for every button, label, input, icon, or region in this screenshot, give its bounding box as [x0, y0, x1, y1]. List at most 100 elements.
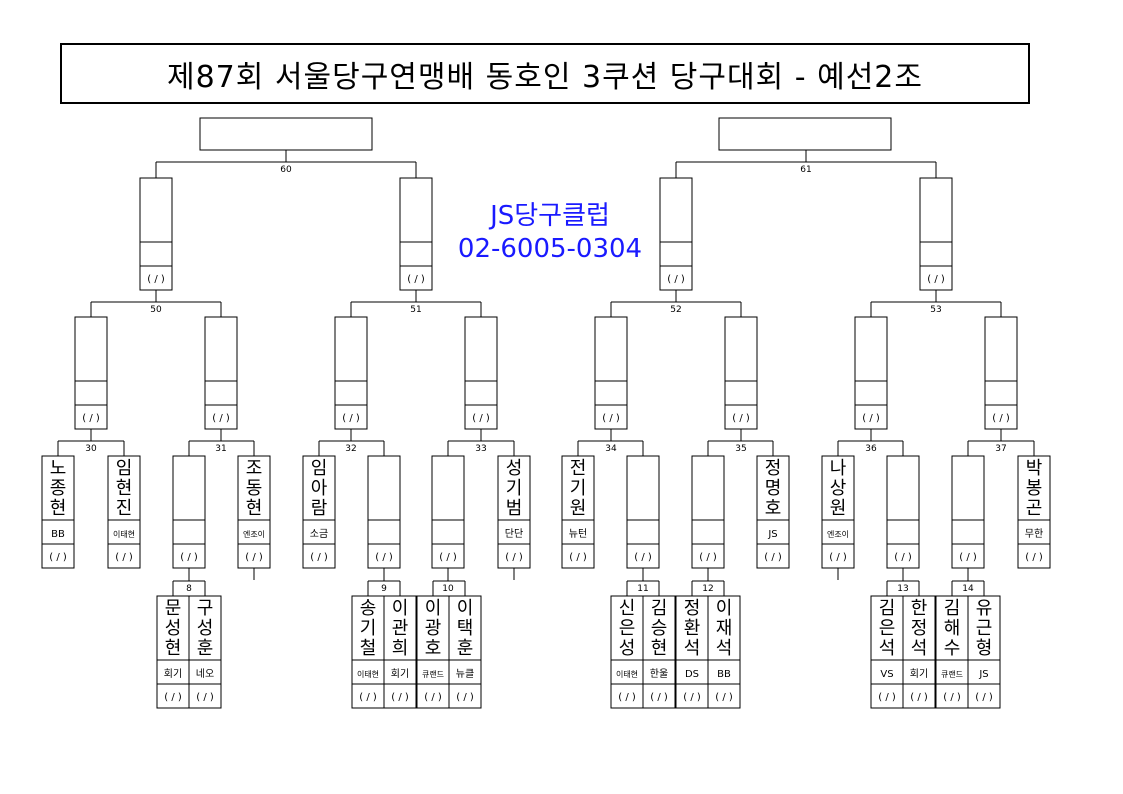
match-number: 12: [702, 584, 713, 594]
qf-winner-box-club: [399, 241, 433, 267]
match-number: 9: [381, 584, 387, 594]
score-text: ( / ): [715, 692, 733, 703]
r32-winner-box-club: [951, 519, 985, 545]
r16-winner-box-score: [464, 404, 498, 430]
player-club: 회기: [391, 668, 409, 680]
player-club: 이태현: [113, 529, 135, 539]
player-club: BB: [51, 529, 65, 540]
player-name-char: 현: [651, 638, 668, 659]
qf-winner-box-score: [399, 265, 433, 291]
player-name-char: 종: [50, 478, 67, 499]
player-name-char: 명: [765, 478, 782, 499]
match-number: 35: [735, 444, 746, 454]
r32-winner-box-club: [886, 519, 920, 545]
r32-winner-box-club: [626, 519, 660, 545]
score-text: ( / ): [569, 552, 587, 563]
r16-winner-box-club: [724, 380, 758, 406]
score-text: ( / ): [342, 413, 360, 424]
player-name-char: 상: [830, 478, 847, 499]
player-club: 엔조이: [827, 529, 849, 539]
player-box-score: [707, 683, 741, 709]
player-name-char: 김: [944, 598, 961, 619]
player-box-score: [756, 543, 790, 569]
player-box-score: [448, 683, 482, 709]
r16-winner-box: [594, 316, 628, 382]
player-name-char: 현: [116, 478, 133, 499]
player-club: 뉴클: [456, 668, 474, 680]
player-box: [1017, 455, 1051, 521]
player-name-char: 신: [619, 598, 636, 619]
player-name-char: 현: [165, 638, 182, 659]
player-name-char: 택: [457, 618, 474, 639]
player-name-char: 훈: [457, 638, 474, 659]
score-text: ( / ): [959, 552, 977, 563]
score-text: ( / ): [439, 552, 457, 563]
player-club: 뉴턴: [569, 528, 587, 540]
player-name-char: 현: [50, 498, 67, 519]
player-name-char: 김: [651, 598, 668, 619]
r16-winner-box-club: [74, 380, 108, 406]
player-club: 단단: [505, 528, 523, 540]
match-number: 11: [637, 584, 648, 594]
score-text: ( / ): [391, 692, 409, 703]
player-box-score: [675, 683, 709, 709]
player-name-char: 희: [392, 638, 409, 659]
player-box: [351, 595, 385, 661]
r16-winner-box-score: [984, 404, 1018, 430]
player-name-char: 현: [246, 498, 263, 519]
r32-winner-box: [172, 455, 206, 521]
player-box-club: [188, 659, 222, 685]
player-name-char: 형: [976, 638, 993, 659]
player-name-char: 이: [716, 598, 733, 619]
player-box: [935, 595, 969, 661]
score-text: ( / ): [505, 552, 523, 563]
score-text: ( / ): [196, 692, 214, 703]
player-name-char: 전: [570, 458, 587, 479]
player-box-club: [107, 519, 141, 545]
player-name-char: 봉: [1026, 478, 1043, 499]
player-name-char: 박: [1026, 458, 1043, 479]
r16-winner-box: [334, 316, 368, 382]
r16-winner-box-club: [984, 380, 1018, 406]
match-number: 32: [345, 444, 356, 454]
player-name-char: 호: [765, 498, 782, 519]
score-text: ( / ): [992, 413, 1010, 424]
player-box-club: [383, 659, 417, 685]
match-number: 36: [865, 444, 877, 454]
player-name-char: 석: [684, 638, 701, 659]
score-text: ( / ): [618, 692, 636, 703]
player-club: DS: [685, 669, 699, 680]
player-club: 이태현: [357, 669, 379, 679]
qf-winner-box-score: [139, 265, 173, 291]
player-name-char: 기: [570, 478, 587, 499]
player-name-char: 곤: [1026, 498, 1043, 519]
player-box-score: [902, 683, 936, 709]
r32-winner-box-score: [431, 543, 465, 569]
player-box-club: [561, 519, 595, 545]
qf-winner-box: [919, 177, 953, 243]
player-box: [237, 455, 271, 521]
player-name-char: 은: [879, 618, 896, 639]
score-text: ( / ): [212, 413, 230, 424]
score-text: ( / ): [115, 552, 133, 563]
r32-winner-box: [951, 455, 985, 521]
r32-winner-box-club: [172, 519, 206, 545]
r32-winner-box: [691, 455, 725, 521]
player-club: BB: [717, 669, 731, 680]
player-name-char: 유: [976, 598, 993, 619]
player-name-char: 아: [311, 478, 328, 499]
player-name-char: 석: [879, 638, 896, 659]
match-number: 37: [995, 444, 1006, 454]
score-text: ( / ): [764, 552, 782, 563]
player-name-char: 정: [765, 458, 782, 479]
player-name-char: 이: [457, 598, 474, 619]
player-box-score: [351, 683, 385, 709]
score-text: ( / ): [49, 552, 67, 563]
player-name-char: 조: [246, 458, 263, 479]
player-name-char: 동: [246, 478, 263, 499]
player-name-char: 광: [425, 618, 442, 639]
player-name-char: 은: [619, 618, 636, 639]
qf-winner-box-club: [659, 241, 693, 267]
player-box-club: [870, 659, 904, 685]
